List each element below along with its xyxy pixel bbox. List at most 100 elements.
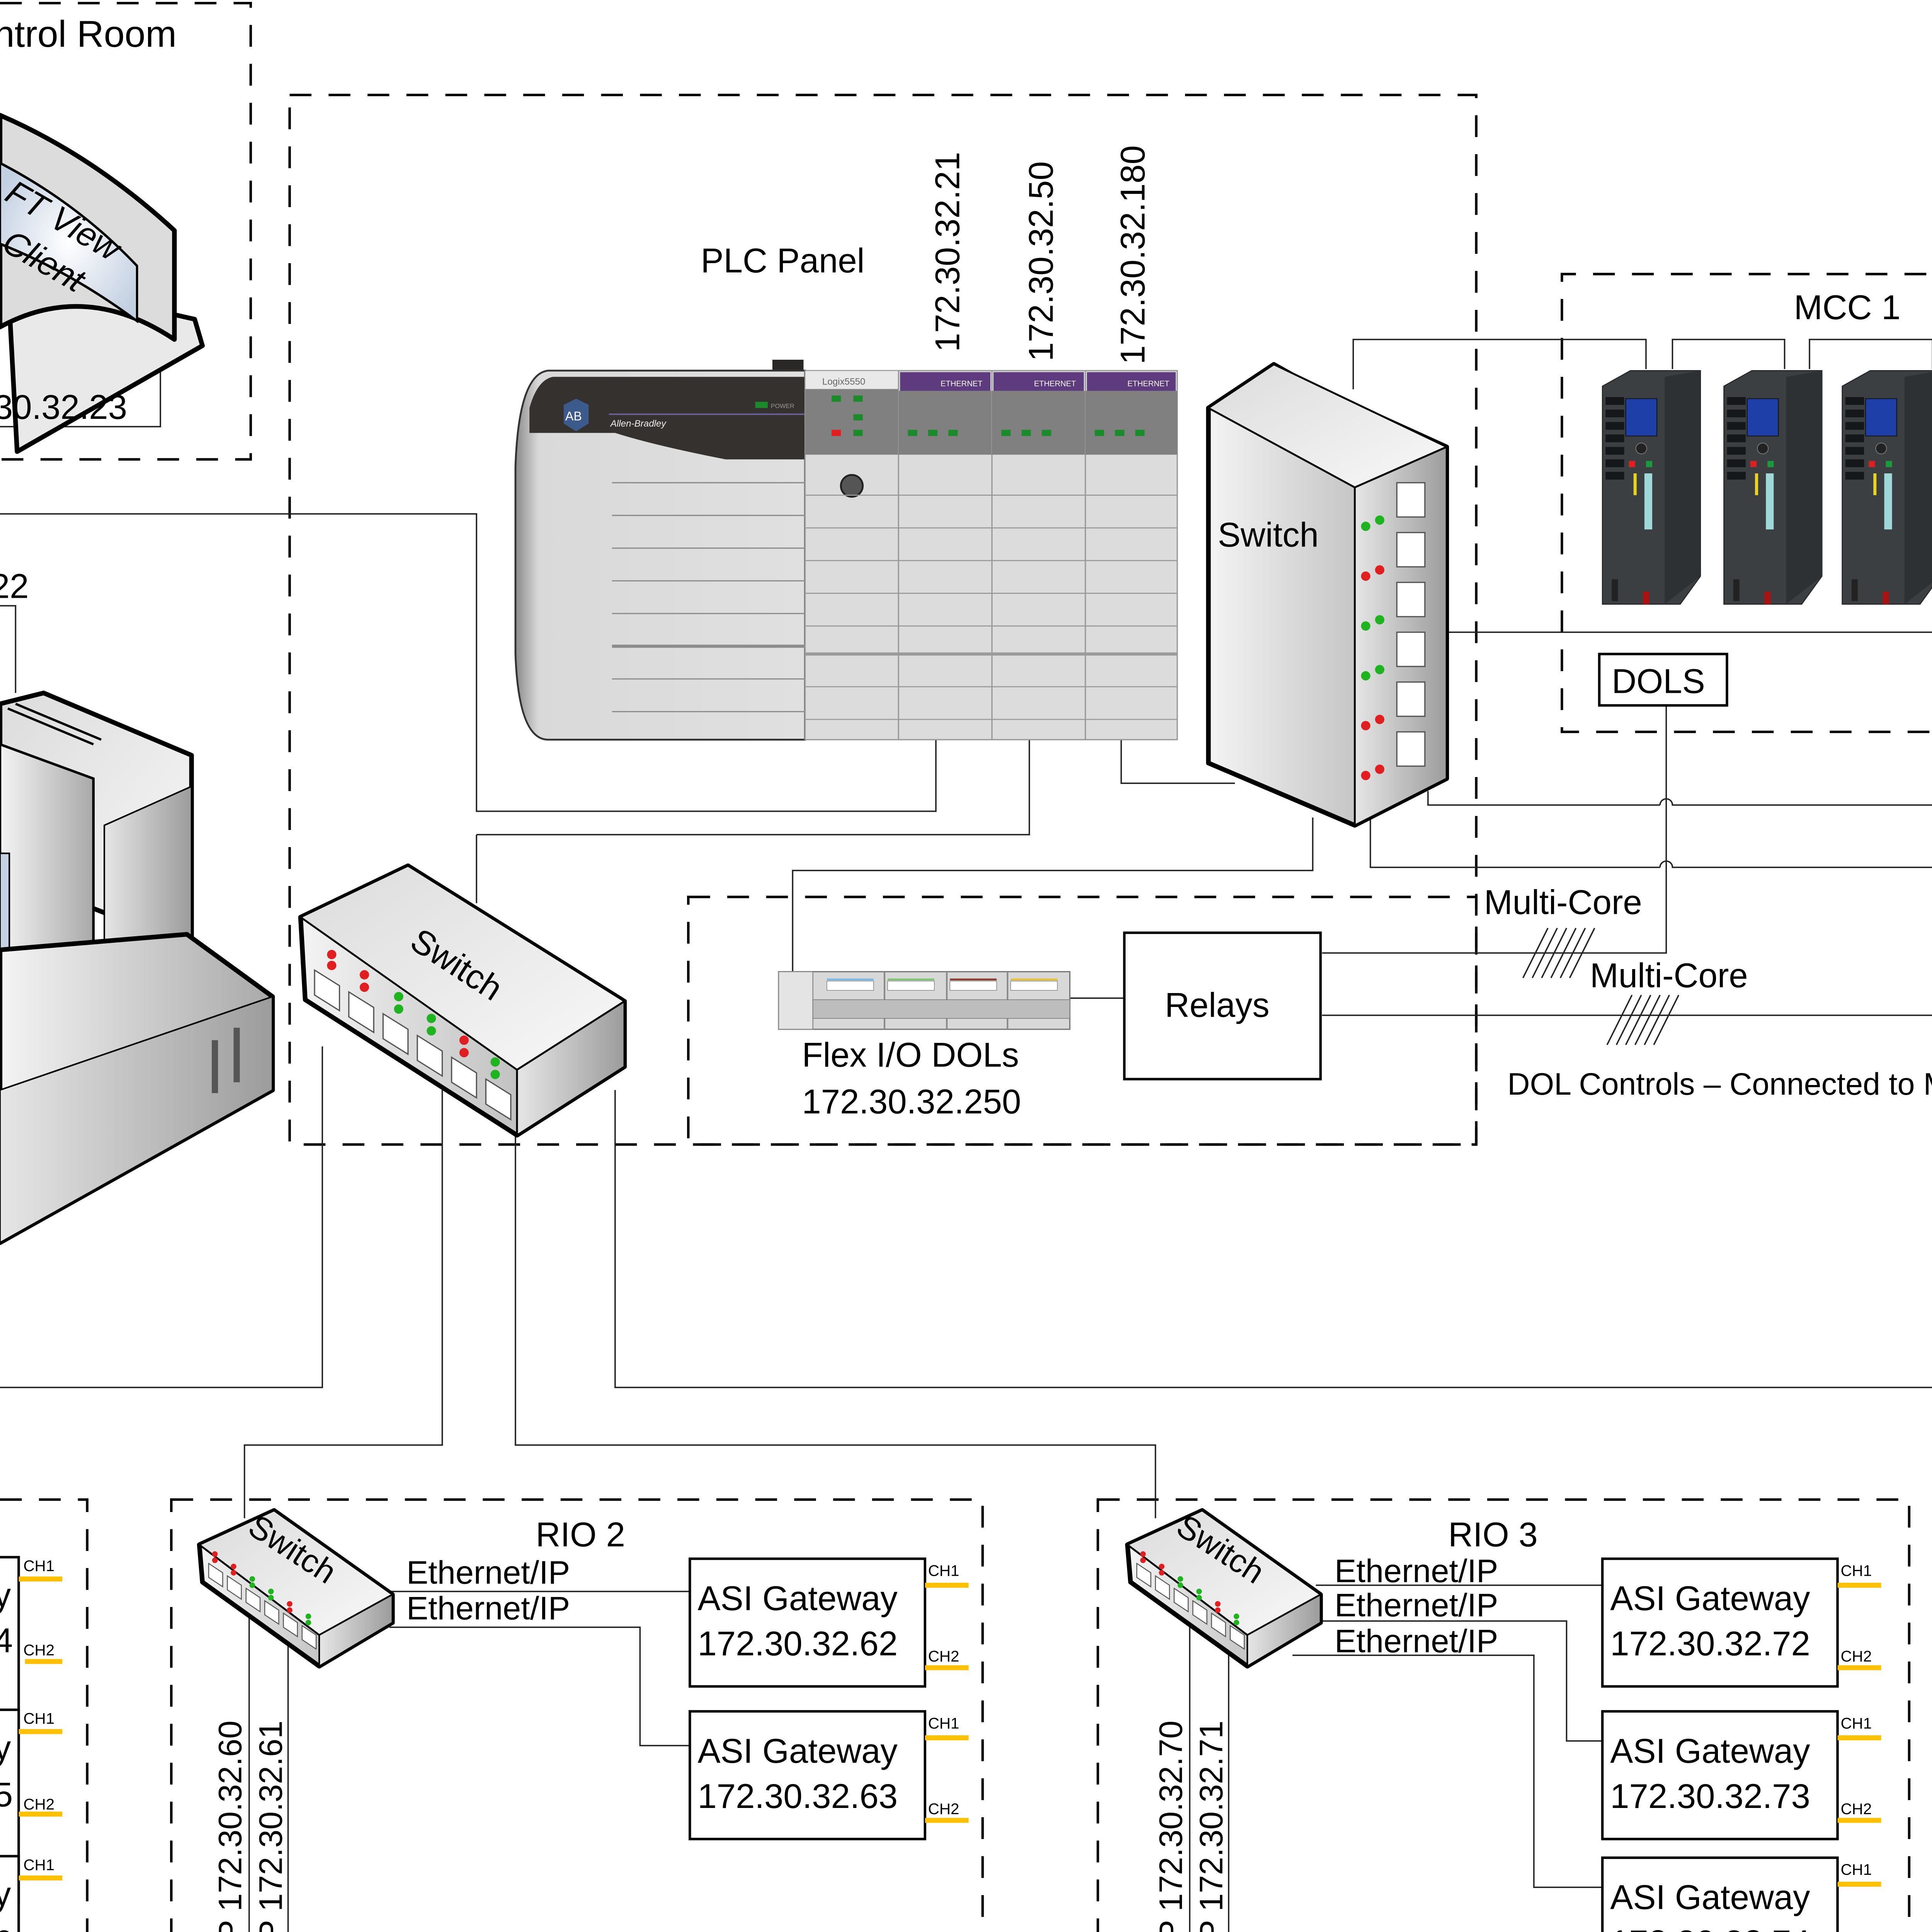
multicore-label-2: Multi-Core [1590, 956, 1748, 995]
plc-chassis[interactable]: AB Allen-Bradley POWER Logix5550 ETHERNE… [514, 359, 1178, 741]
left-gateway-3-ch1: CH1 [23, 1856, 54, 1874]
rio3-vertical-link-2: Ethernet/IP 172.30.32.71 [1193, 1721, 1230, 1932]
gateway-name: ASI Gateway [697, 1732, 898, 1770]
rio2-ethernet-label-2: Ethernet/IP [406, 1590, 570, 1626]
zone-rio2 [170, 1498, 984, 1932]
vsd-drive-group [1602, 370, 1932, 605]
ch2-label: CH2 [1841, 1800, 1872, 1818]
multicore-hatch-1 [1522, 928, 1595, 978]
zone-plc-panel [288, 94, 1478, 1146]
rio3-vertical-link-1: Ethernet/IP 172.30.32.70 [1152, 1721, 1189, 1932]
workstation-pc[interactable] [0, 690, 275, 1245]
keyswitch-icon[interactable] [840, 474, 864, 498]
multicore-hatch-2 [1606, 995, 1680, 1045]
gateway-name: ASI Gateway [697, 1579, 898, 1617]
vsd-drive-3[interactable] [1842, 370, 1932, 605]
power-led-icon [755, 401, 768, 408]
zone-left-rio [0, 1498, 88, 1932]
plc-main-switch[interactable]: Switch [1206, 362, 1449, 828]
zone-control-room [0, 2, 252, 461]
processor-name: Logix5550 [822, 376, 866, 387]
plc-module-ip-3: 172.30.32.180 [1114, 145, 1152, 364]
left-gateway-2-ch2: CH2 [23, 1796, 54, 1813]
ch1-label: CH1 [928, 1562, 959, 1579]
zone-mcc1 [1560, 273, 1932, 733]
mcc1-label: MCC 1 [1794, 288, 1901, 327]
ab-badge-text: AB [565, 409, 582, 423]
ethernet-module-2-header: ETHERNET [1034, 379, 1076, 388]
drive-display-icon [1747, 398, 1779, 437]
left-rio-gateway-3[interactable]: y 6 CH1 CH2 [0, 1855, 63, 1932]
drive-display-icon [1625, 398, 1658, 437]
plc-module-ip-2: 172.30.32.50 [1022, 161, 1060, 361]
gateway-ip: 172.30.32.62 [697, 1624, 898, 1663]
gateway-name: ASI Gateway [1610, 1579, 1810, 1617]
dols-box[interactable]: DOLS [1598, 653, 1728, 707]
vsd-drive-2[interactable] [1723, 370, 1823, 605]
plc-module-ip-1: 172.30.32.21 [929, 152, 967, 352]
left-gateway-1-line2: 4 [0, 1621, 13, 1660]
left-gateway-3-line2: 6 [0, 1923, 13, 1932]
ch1-label: CH1 [928, 1714, 959, 1732]
gateway-ip: 172.30.32.73 [1610, 1777, 1810, 1815]
left-gateway-1-ch2: CH2 [23, 1641, 54, 1659]
left-gateway-1-ch1: CH1 [23, 1557, 54, 1575]
workstation-ip-label: 22 [0, 567, 29, 605]
network-wires [0, 338, 1932, 1932]
rio3-ethernet-label-2: Ethernet/IP [1335, 1587, 1498, 1623]
flex-io-dols-label: Flex I/O DOLs [802, 1036, 1019, 1074]
rio3-switch[interactable]: Switch [1125, 1507, 1323, 1669]
ethernet-module-3-header: ETHERNET [1128, 379, 1170, 388]
brand-label: Allen-Bradley [610, 418, 667, 429]
rio2-switch[interactable]: Switch [197, 1507, 395, 1669]
gateway-ip: 172.30.32.74 [1610, 1923, 1810, 1932]
gateway-ip: 172.30.32.72 [1610, 1624, 1810, 1663]
multicore-label-1: Multi-Core [1484, 883, 1642, 922]
zone-rio3 [1096, 1498, 1911, 1932]
ch1-label: CH1 [1841, 1861, 1872, 1878]
power-label: POWER [771, 403, 794, 410]
ethernet-module-2[interactable]: ETHERNET [991, 370, 1086, 740]
plc-panel-label: PLC Panel [701, 242, 865, 280]
control-room-label: ntrol Room [0, 13, 177, 55]
rio3-label: RIO 3 [1448, 1515, 1538, 1554]
vsd-drive-1[interactable] [1602, 370, 1701, 605]
ch1-label: CH1 [1841, 1562, 1872, 1579]
ethernet-module-1-header: ETHERNET [940, 379, 983, 388]
gateway-name: ASI Gateway [1610, 1878, 1810, 1917]
dols-label: DOLS [1612, 662, 1705, 700]
ethernet-module-3[interactable]: ETHERNET [1085, 370, 1178, 740]
rio3-ethernet-label-1: Ethernet/IP [1335, 1552, 1498, 1589]
zone-dol [687, 896, 1478, 1146]
relays-label: Relays [1165, 986, 1270, 1024]
left-gateway-2-ch1: CH1 [23, 1710, 54, 1727]
drive-display-icon [1865, 398, 1897, 437]
relays-box[interactable]: Relays [1123, 931, 1322, 1080]
ch2-label: CH2 [928, 1648, 959, 1665]
flex-io-dols-rack[interactable] [778, 971, 1071, 1030]
processor-module[interactable]: Logix5550 [804, 370, 899, 740]
allen-bradley-logo-icon [563, 398, 589, 432]
ch2-label: CH2 [1841, 1648, 1872, 1665]
hmi-ip-label: 30.32.23 [0, 388, 127, 426]
gateway-ip: 172.30.32.63 [697, 1777, 898, 1815]
rio2-label: RIO 2 [536, 1515, 625, 1554]
ch1-label: CH1 [1841, 1714, 1872, 1732]
left-gateway-2-line1: y [0, 1729, 11, 1767]
hmi-monitor[interactable]: FT View Client [0, 113, 205, 454]
rio2-ethernet-label-1: Ethernet/IP [406, 1554, 570, 1590]
rio2-vertical-link-1: Ethernet/IP 172.30.32.60 [212, 1721, 248, 1932]
rio3-ethernet-label-3: Ethernet/IP [1335, 1622, 1498, 1659]
ethernet-module-1[interactable]: ETHERNET [898, 370, 993, 740]
aux-switch[interactable]: Switch [298, 863, 627, 1138]
left-gateway-3-line1: y [0, 1875, 11, 1913]
left-gateway-1-line1: y [0, 1576, 11, 1614]
plc-main-switch-label: Switch [1218, 516, 1319, 554]
